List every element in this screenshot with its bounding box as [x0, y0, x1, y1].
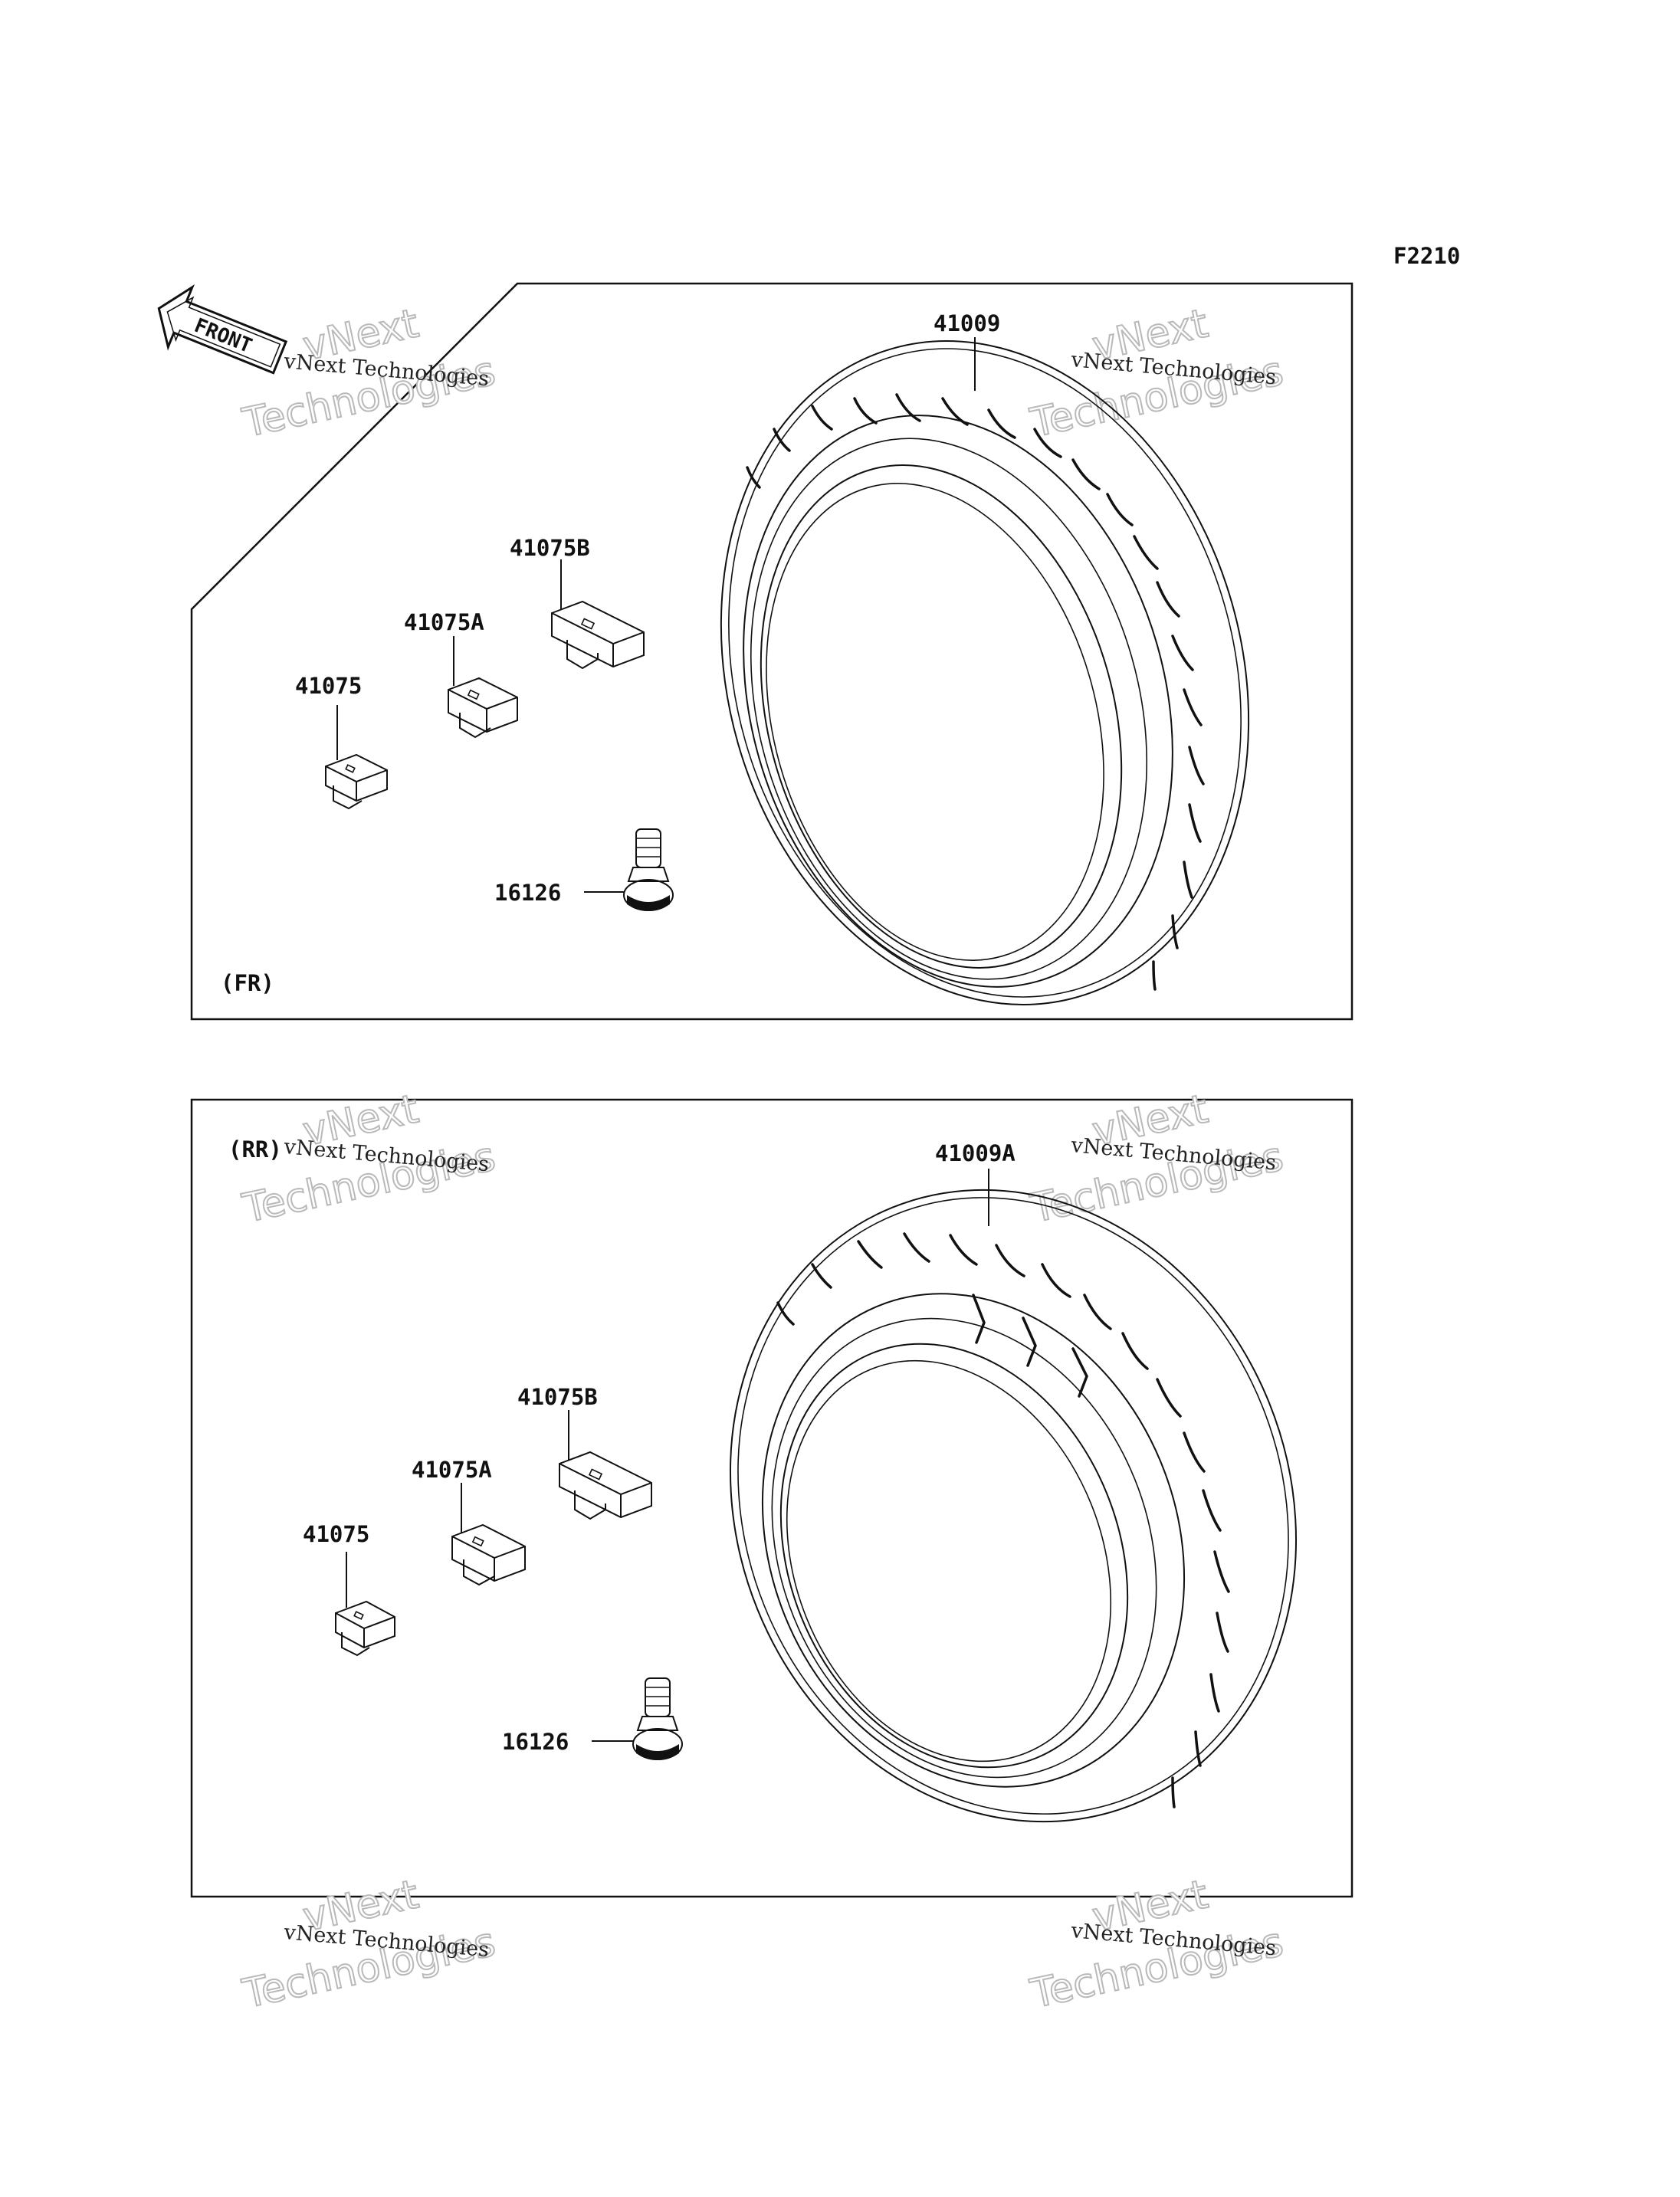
svg-text:vNext: vNext [1088, 300, 1212, 369]
balance-weight: 41075 [295, 673, 388, 810]
part-label-weight-b: 41075B [510, 535, 590, 561]
tire-valve: 16126 [502, 1677, 683, 1760]
part-label-tire: 41009 [934, 310, 1000, 336]
part-label-tire: 41009A [935, 1140, 1016, 1166]
rear-tire [729, 1189, 1298, 1823]
watermark: Technologies vNext vNext Technologies [238, 1871, 500, 2018]
watermark: Technologies vNext vNext Technologies [1025, 300, 1288, 447]
section-label-front: (FR) [221, 970, 274, 996]
part-label-weight-b: 41075B [517, 1384, 598, 1410]
rear-panel: (RR) Technologies vNext vNext Technologi… [190, 1085, 1354, 1898]
front-panel: FRONT Technologies vNext vNext Technolog… [157, 282, 1354, 1021]
part-label-weight-a: 41075A [412, 1457, 492, 1483]
part-label-valve: 16126 [502, 1729, 569, 1755]
rear-panel-frame [190, 1098, 1354, 1898]
watermark: Technologies vNext vNext Technologies [1025, 1871, 1288, 2018]
balance-weight-b: 41075B [510, 535, 645, 670]
part-label-weight: 41075 [295, 673, 362, 699]
front-tire [720, 340, 1250, 1005]
balance-weight-a: 41075A [404, 609, 518, 739]
part-label-weight-a: 41075A [404, 609, 484, 635]
part-label-weight: 41075 [303, 1521, 369, 1547]
front-panel-frame [190, 282, 1354, 1021]
front-direction-arrow: FRONT [157, 284, 288, 375]
tire-valve: 16126 [494, 828, 674, 911]
watermark: Technologies vNext vNext Technologies [238, 300, 500, 447]
balance-weight-a: 41075A [412, 1457, 526, 1586]
section-label-rear: (RR) [228, 1136, 282, 1162]
figure-code: F2210 [1393, 243, 1460, 269]
part-label-valve: 16126 [494, 880, 561, 906]
balance-weight-b: 41075B [517, 1384, 652, 1520]
balance-weight: 41075 [303, 1521, 395, 1657]
watermark: Technologies vNext vNext Technologies [1025, 1085, 1288, 1232]
